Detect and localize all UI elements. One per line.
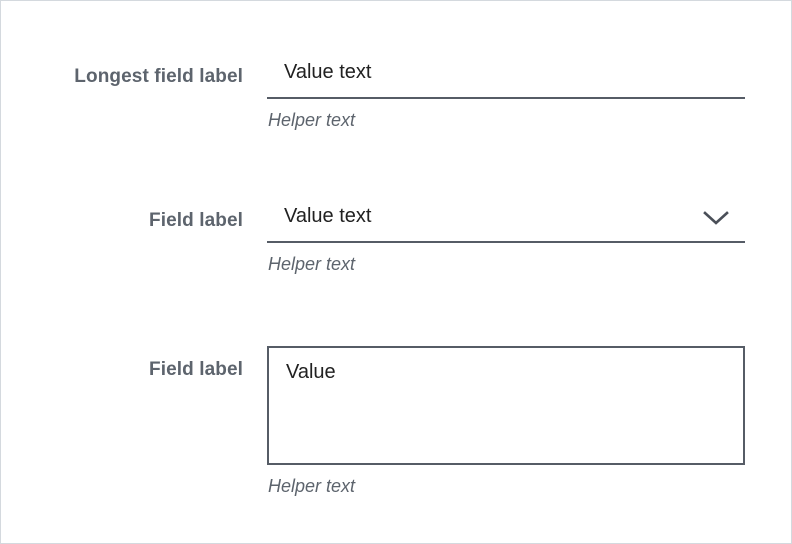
field-control-select: Value text Helper text [267, 203, 745, 275]
field-control-textarea: Value Helper text [267, 346, 745, 497]
field-control-text-input: Value text Helper text [267, 59, 745, 131]
form-field-row-textarea: Field label Value Helper text [1, 346, 791, 497]
helper-text-select: Helper text [268, 254, 356, 274]
chevron-down-icon[interactable] [703, 210, 729, 226]
textarea-input[interactable]: Value [267, 346, 745, 465]
text-input-value: Value text [284, 61, 372, 83]
textarea-input-value: Value [286, 361, 336, 383]
select-input[interactable]: Value text [267, 203, 745, 243]
field-label-select: Field label [148, 210, 243, 231]
field-label-longest: Longest field label [74, 66, 243, 87]
helper-text-textarea: Helper text [268, 476, 356, 496]
form-field-row-select: Field label Value text Helper text [1, 203, 791, 275]
helper-text-text-input: Helper text [268, 110, 356, 130]
form-field-row-text-input: Longest field label Value text Helper te… [1, 59, 791, 131]
text-input[interactable]: Value text [267, 59, 745, 99]
field-label-textarea: Field label [148, 359, 243, 380]
select-input-value: Value text [284, 205, 372, 227]
